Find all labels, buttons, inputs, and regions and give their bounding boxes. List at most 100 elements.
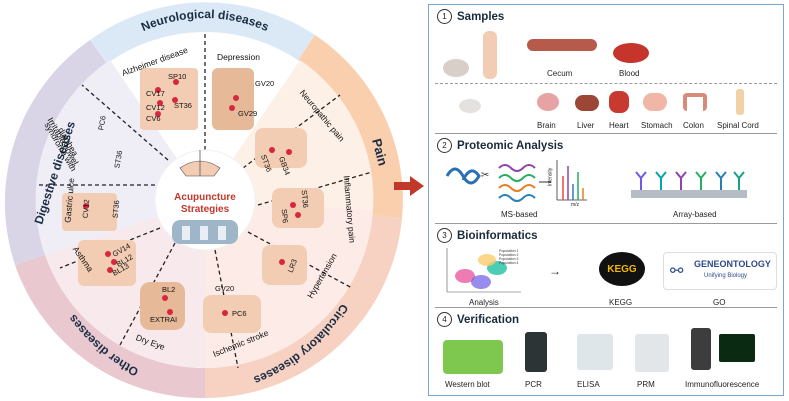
kegg-label: KEGG — [609, 298, 633, 307]
verification-title: Verification — [457, 313, 519, 326]
pcr-label: PCR — [525, 380, 542, 389]
colon-icon — [683, 93, 707, 111]
acupoint-dot — [172, 97, 178, 103]
step-number: 2 — [437, 138, 452, 153]
point-label: ST36 — [174, 101, 192, 110]
ms-workflow-graphic: ✂ — [445, 160, 587, 202]
human-figure-icon — [483, 31, 497, 79]
legend-entry: Population 1 — [499, 249, 519, 253]
acupoint-dot — [233, 95, 239, 101]
kegg-logo-text: KEGG — [607, 263, 637, 275]
scissors-icon: ✂ — [481, 170, 489, 181]
depression-image — [212, 68, 254, 130]
acupoint-dots — [83, 79, 301, 316]
flow-arrow — [394, 176, 424, 196]
acupoint-dot — [173, 79, 179, 85]
point-label: BL2 — [162, 285, 175, 294]
peptide-line — [498, 184, 536, 192]
go-logo-subtext: Unifying Biology — [704, 273, 748, 279]
colon-label: Colon — [683, 121, 704, 130]
lab-equipment-bottles — [182, 226, 190, 240]
proteomic-heading: 2 Proteomic Analysis — [437, 138, 563, 153]
array-based-label: Array-based — [673, 210, 717, 219]
point-label: ST36 — [111, 200, 122, 219]
section-bioinformatics: 3 Bioinformatics Population 1 Population… — [429, 224, 783, 307]
liver-label: Liver — [577, 121, 595, 130]
neuropathic-image — [255, 128, 307, 168]
analysis-label: Analysis — [469, 298, 499, 307]
verification-heading: 4 Verification — [437, 312, 519, 327]
antibody-icon — [695, 171, 707, 190]
cluster — [455, 269, 475, 283]
stroke-image — [203, 295, 261, 333]
brain-label: Brain — [537, 121, 556, 130]
step-number: 3 — [437, 228, 452, 243]
point-label: CV6 — [146, 114, 161, 123]
point-label: SP10 — [168, 72, 186, 81]
point-label: CV12 — [81, 199, 92, 218]
blood-dish-icon — [613, 43, 649, 63]
mouse-icon — [459, 99, 481, 113]
acupoint-dot — [105, 251, 111, 257]
stomach-label: Stomach — [641, 121, 673, 130]
axis-y-label: Intensity — [547, 167, 554, 187]
blood-label: Blood — [619, 69, 640, 78]
point-label: SP6 — [280, 209, 290, 224]
antibody-icon — [715, 171, 727, 190]
dryeye-image — [140, 282, 185, 330]
point-label: ST36 — [300, 190, 311, 209]
microscope-icon — [691, 328, 711, 370]
legend-entry: Population 3 — [499, 257, 519, 261]
lab-equipment-bottles — [200, 226, 208, 240]
point-label: LR3 — [286, 258, 299, 274]
rabbit-icon — [443, 59, 469, 77]
cecum-icon — [527, 39, 597, 51]
point-label: GV20 — [215, 284, 234, 293]
point-label: EXTRAI — [150, 315, 177, 324]
ms-based-label: MS-based — [501, 210, 538, 219]
asthma-image — [78, 240, 136, 286]
acupoint-dot — [107, 267, 113, 273]
elisa-reader-icon — [577, 334, 613, 370]
label-pain: Pain — [369, 137, 391, 167]
go-label: GO — [713, 298, 726, 307]
antibody-array-graphic — [631, 171, 747, 198]
spinal-cord-label: Spinal Cord — [717, 121, 759, 130]
legend-entry: Population 4 — [499, 261, 519, 265]
peptide-line — [498, 174, 536, 182]
go-logo-icon: ⚯ — [670, 263, 684, 280]
acupoint-dot — [286, 149, 292, 155]
bioinformatics-heading: 3 Bioinformatics — [437, 228, 538, 243]
samples-divider — [435, 83, 777, 84]
acupoint-dot — [290, 202, 296, 208]
western-blot-icon — [443, 340, 503, 374]
heart-label: Heart — [609, 121, 629, 130]
point-label: ST36 — [112, 150, 124, 169]
center-title-2: Strategies — [181, 204, 230, 215]
brain-icon — [537, 93, 559, 111]
peptide-line — [498, 194, 536, 202]
elisa-label: ELISA — [577, 380, 600, 389]
cluster — [478, 254, 496, 266]
western-blot-label: Western blot — [445, 380, 490, 389]
workflow-panel: 1 Samples Cecum Blood Brain Liver Heart … — [428, 4, 784, 396]
center-title-1: Acupuncture — [174, 192, 236, 203]
heart-icon — [609, 91, 629, 113]
lab-equipment-bottles — [218, 226, 226, 240]
bioinformatics-title: Bioinformatics — [457, 229, 538, 242]
section-divider — [435, 307, 777, 308]
antibody-icon — [655, 171, 667, 190]
acupoint-dot — [279, 259, 285, 265]
acupoint-dot — [83, 203, 89, 209]
liver-icon — [575, 95, 599, 111]
fluorescence-screen-icon — [719, 334, 755, 362]
inflammatory-image — [272, 188, 324, 228]
section-divider — [435, 133, 777, 134]
immunofluorescence-label: Immunofluorescence — [685, 380, 760, 389]
cluster — [471, 275, 491, 289]
section-verification: 4 Verification Western blot PCR ELISA PR… — [429, 308, 783, 394]
acupoint-dot — [222, 310, 228, 316]
section-samples: 1 Samples Cecum Blood Brain Liver Heart … — [429, 5, 783, 133]
step-number: 4 — [437, 312, 452, 327]
proteomic-title: Proteomic Analysis — [457, 139, 564, 152]
